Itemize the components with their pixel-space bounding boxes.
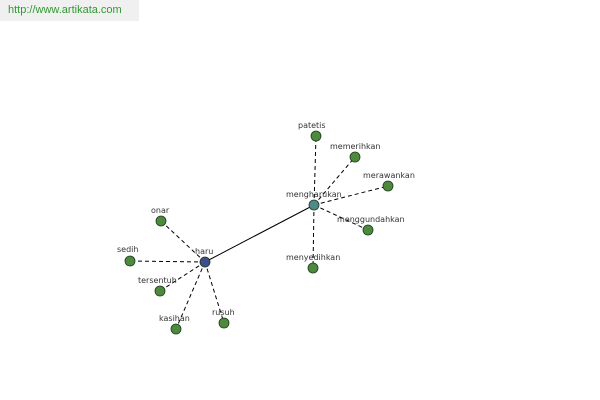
node-merawankan[interactable]: [382, 180, 394, 192]
edge-haru-kasihan: [175, 261, 206, 330]
node-tersentuh[interactable]: [154, 285, 166, 297]
node-label-menyedihkan[interactable]: menyedihkan: [286, 253, 340, 262]
node-menggundahkan[interactable]: [362, 224, 374, 236]
node-onar[interactable]: [155, 215, 167, 227]
edge-haru-rusuh: [204, 261, 225, 324]
node-label-sedih[interactable]: sedih: [117, 245, 138, 254]
edge-haru-sedih: [129, 260, 206, 263]
node-label-tersentuh[interactable]: tersentuh: [138, 276, 177, 285]
node-label-rusuh[interactable]: rusuh: [212, 308, 235, 317]
node-label-kasihan[interactable]: kasihan: [159, 314, 190, 323]
node-label-merawankan[interactable]: merawankan: [363, 171, 415, 180]
edge-haru-mengharukan: [204, 204, 315, 263]
node-label-haru[interactable]: haru: [195, 247, 213, 256]
node-haru[interactable]: [199, 256, 211, 268]
node-label-memerihkan[interactable]: memerihkan: [330, 142, 380, 151]
labels-layer: haru mengharukan onar sedih tersentuh kasihan…: [117, 121, 415, 323]
edge-mengharukan-patetis: [313, 135, 317, 206]
source-url-banner[interactable]: http://www.artikata.com: [0, 0, 139, 21]
node-memerihkan[interactable]: [349, 151, 361, 163]
edges-layer: [129, 135, 389, 330]
node-patetis[interactable]: [310, 130, 322, 142]
edge-mengharukan-merawankan: [313, 185, 389, 206]
node-kasihan[interactable]: [170, 323, 182, 335]
node-rusuh[interactable]: [218, 317, 230, 329]
edge-haru-tersentuh: [159, 261, 206, 292]
node-label-patetis[interactable]: patetis: [298, 121, 326, 130]
edge-mengharukan-menggundahkan: [313, 204, 369, 231]
node-label-menggundahkan[interactable]: menggundahkan: [337, 215, 405, 224]
node-sedih[interactable]: [124, 255, 136, 267]
edge-mengharukan-memerihkan: [313, 156, 356, 206]
edge-mengharukan-menyedihkan: [312, 204, 315, 269]
node-menyedihkan[interactable]: [307, 262, 319, 274]
nodes-layer: [124, 130, 394, 335]
node-label-onar[interactable]: onar: [151, 206, 170, 215]
node-mengharukan[interactable]: [308, 199, 320, 211]
node-label-mengharukan[interactable]: mengharukan: [286, 190, 342, 199]
edge-haru-onar: [160, 220, 206, 263]
